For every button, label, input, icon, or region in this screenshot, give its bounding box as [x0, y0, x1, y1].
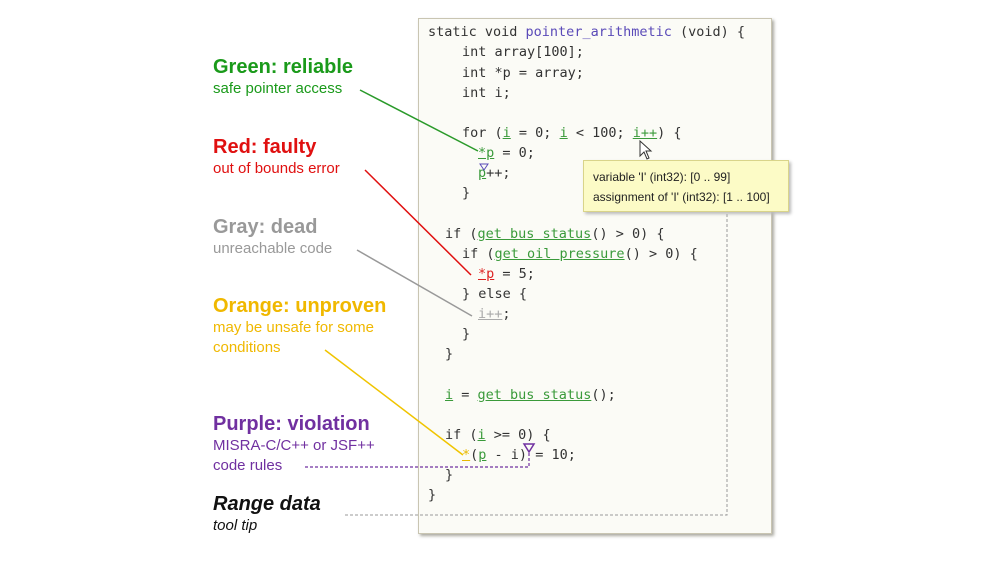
legend-title: Gray: dead	[213, 216, 318, 238]
code-line: if (get bus status() > 0) {	[445, 226, 665, 242]
code-token[interactable]: i	[477, 427, 486, 443]
code-line: int array[100];	[462, 44, 584, 60]
legend-gray: Gray: dead unreachable code	[213, 215, 332, 259]
gray-callout-line	[356, 249, 473, 317]
code-line: }	[462, 185, 471, 201]
code-line: *(p - i) = 10;	[462, 447, 576, 463]
purple-callout-line	[305, 452, 530, 468]
code-line: if (get oil pressure() > 0) {	[462, 246, 698, 262]
code-panel	[418, 18, 772, 534]
code-line: for (i = 0; i < 100; i++) {	[462, 125, 682, 141]
code-token[interactable]: i	[502, 125, 511, 141]
code-line: }	[428, 487, 437, 503]
code-token-unproven[interactable]: *	[462, 447, 471, 463]
code-line: int i;	[462, 85, 511, 101]
code-line: }	[462, 326, 471, 342]
range-callout-line	[345, 212, 728, 516]
legend-desc: unreachable code	[213, 240, 333, 257]
legend-range: Range data tool tip	[213, 492, 321, 536]
legend-orange: Orange: unproven may be unsafe for some …	[213, 294, 386, 358]
legend-red: Red: faulty out of bounds error	[213, 135, 340, 179]
legend-purple: Purple: violation MISRA-C/C++ or JSF++ c…	[213, 412, 375, 476]
legend-title: Purple: violation	[213, 413, 370, 435]
code-line: if (i >= 0) {	[445, 427, 551, 443]
range-tooltip: variable 'I' (int32): [0 .. 99] assignme…	[583, 160, 789, 212]
tooltip-line: variable 'I' (int32): [0 .. 99]	[593, 170, 731, 184]
code-token[interactable]: i	[445, 387, 454, 403]
code-token-hovered[interactable]: i++	[632, 125, 658, 141]
legend-desc: conditions	[213, 339, 281, 356]
code-token[interactable]: *p	[478, 145, 495, 161]
code-token[interactable]: i	[559, 125, 568, 141]
code-line: }	[445, 467, 454, 483]
tooltip-line: assignment of 'I' (int32): [1 .. 100]	[593, 190, 770, 204]
legend-desc: out of bounds error	[213, 160, 340, 177]
legend-green: Green: reliable safe pointer access	[213, 55, 353, 99]
code-token-faulty[interactable]: *p	[478, 266, 495, 282]
code-line: int *p = array;	[462, 65, 584, 81]
legend-desc: safe pointer access	[213, 80, 343, 97]
code-token[interactable]: get oil pressure	[494, 246, 625, 262]
violation-marker-icon	[522, 443, 536, 454]
legend-desc: code rules	[213, 457, 283, 474]
code-line: i = get bus status();	[445, 387, 616, 403]
code-line: *p = 5;	[478, 266, 535, 282]
legend-title: Green: reliable	[213, 56, 354, 78]
legend-desc: MISRA-C/C++ or JSF++	[213, 437, 375, 454]
legend-title: Orange: unproven	[213, 295, 387, 317]
code-token-dead[interactable]: i++	[478, 306, 503, 322]
code-line: i++;	[478, 306, 511, 322]
code-token[interactable]: get bus status	[477, 387, 592, 403]
legend-title: Red: faulty	[213, 136, 317, 158]
code-line: p++;	[478, 165, 511, 181]
green-callout-line	[359, 89, 479, 152]
code-line: }	[445, 346, 454, 362]
code-line: } else {	[462, 286, 528, 302]
code-line: *p = 0;	[478, 145, 535, 161]
code-token[interactable]: p	[478, 165, 487, 181]
marker-icon	[479, 163, 489, 171]
legend-title: Range data	[213, 493, 321, 515]
code-token[interactable]: get bus status	[477, 226, 592, 242]
orange-callout-line	[324, 349, 464, 456]
code-line: static void pointer_arithmetic (void) {	[428, 24, 746, 40]
red-callout-line	[364, 169, 472, 276]
legend-desc: may be unsafe for some	[213, 319, 374, 336]
code-token[interactable]: p	[478, 447, 487, 463]
mouse-cursor-icon	[639, 139, 653, 160]
legend-desc: tool tip	[213, 517, 258, 534]
